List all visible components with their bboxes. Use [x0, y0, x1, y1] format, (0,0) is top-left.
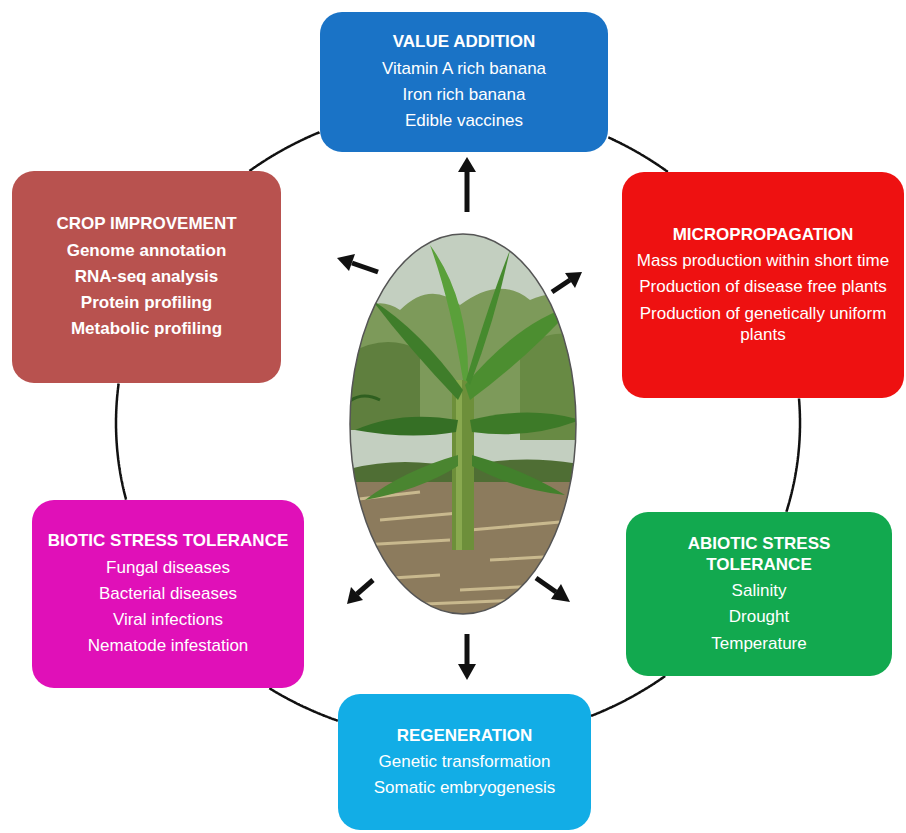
box-item: Somatic embryogenesis: [374, 777, 555, 798]
box-item: Production of genetically uniform plants: [632, 303, 894, 346]
box-heading: BIOTIC STRESS TOLERANCE: [48, 531, 289, 551]
box-item: Metabolic profiling: [71, 318, 222, 339]
box-heading: VALUE ADDITION: [393, 32, 536, 52]
box-heading: MICROPROPAGATION: [673, 225, 854, 245]
box-item: Vitamin A rich banana: [382, 58, 546, 79]
box-item: Temperature: [711, 633, 806, 654]
box-heading: REGENERATION: [397, 726, 533, 746]
box-item: Drought: [729, 606, 789, 627]
micropropagation-box: MICROPROPAGATION Mass production within s…: [622, 172, 904, 398]
box-item: RNA-seq analysis: [75, 266, 219, 287]
box-item: Viral infections: [113, 609, 223, 630]
ring-connector: [250, 132, 320, 171]
ring-connector: [116, 384, 126, 500]
box-item: Nematode infestation: [88, 635, 249, 656]
regeneration-box: REGENERATION Genetic transformationSomati…: [338, 694, 591, 830]
abiotic-stress-box: ABIOTIC STRESS TOLERANCE SalinityDroughtT…: [626, 512, 892, 676]
box-item: Production of disease free plants: [639, 276, 887, 297]
box-item: Iron rich banana: [403, 84, 526, 105]
ring-connector: [608, 137, 668, 172]
box-item: Salinity: [732, 580, 787, 601]
ring-connector: [786, 398, 800, 511]
box-item: Mass production within short time: [637, 250, 889, 271]
box-item: Bacterial diseases: [99, 583, 237, 604]
box-item: Genetic transformation: [379, 751, 551, 772]
value-addition-box: VALUE ADDITION Vitamin A rich bananaIron …: [320, 12, 608, 152]
box-heading: ABIOTIC STRESS TOLERANCE: [636, 534, 882, 575]
box-item: Fungal diseases: [106, 557, 230, 578]
box-item: Edible vaccines: [405, 110, 523, 131]
box-item: Protein profiling: [81, 292, 212, 313]
ring-connector: [591, 676, 665, 716]
box-item: Genome annotation: [67, 240, 227, 261]
ring-connector: [269, 688, 338, 721]
box-heading: CROP IMPROVEMENT: [56, 214, 236, 234]
crop-improvement-box: CROP IMPROVEMENT Genome annotationRNA-seq…: [12, 171, 281, 383]
biotic-stress-box: BIOTIC STRESS TOLERANCE Fungal diseasesBa…: [32, 500, 304, 688]
